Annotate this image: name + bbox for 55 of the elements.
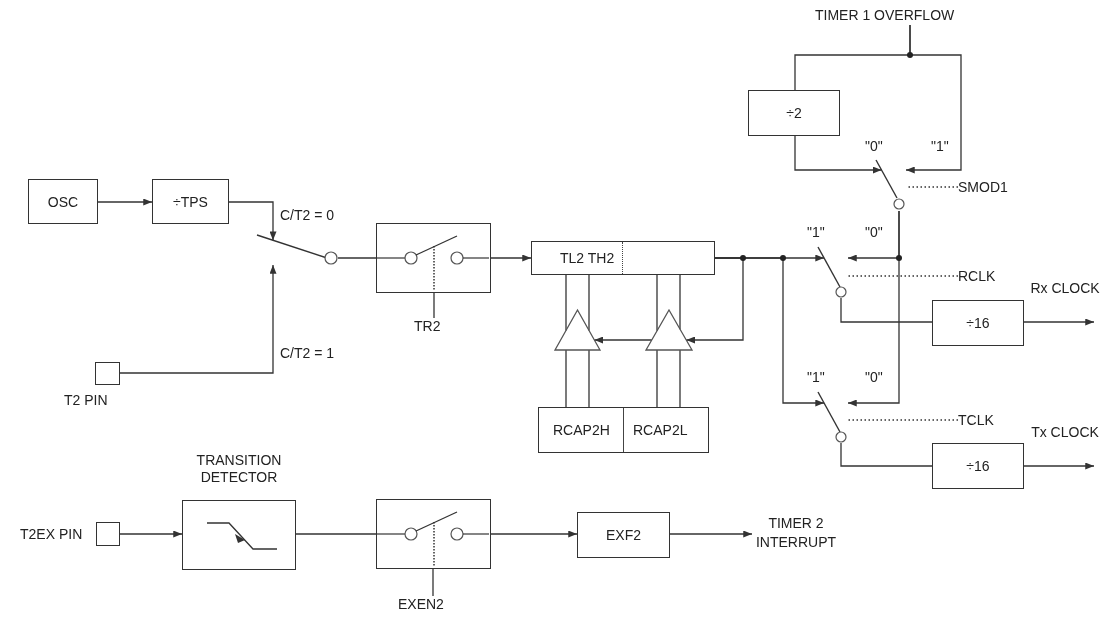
arrow xyxy=(794,135,883,174)
connector-line xyxy=(656,274,658,332)
connector-line xyxy=(337,257,377,259)
register-label: RCAP2H xyxy=(553,422,610,439)
register-box: TL2 TH2 xyxy=(531,241,715,275)
connector-line xyxy=(679,349,681,408)
connector-line xyxy=(432,568,434,597)
connector-line xyxy=(588,274,590,332)
connector-line xyxy=(433,292,435,319)
arrow xyxy=(119,264,277,374)
arrow xyxy=(490,254,532,262)
output-label: Tx CLOCK xyxy=(1030,423,1100,441)
block-box: ÷16 xyxy=(932,443,1024,489)
block-box: EXF2 xyxy=(577,512,670,558)
register-box xyxy=(538,407,709,453)
arrow xyxy=(669,530,753,538)
switch-symbol xyxy=(256,232,338,265)
dotted-line xyxy=(847,275,959,277)
signal-label: EXEN2 xyxy=(398,596,468,613)
block-box: OSC xyxy=(28,179,98,224)
connector-line xyxy=(656,349,658,408)
arrow xyxy=(1023,318,1095,326)
buffer-triangle xyxy=(555,310,600,350)
arrow xyxy=(847,210,900,407)
block-box: ÷2 xyxy=(748,90,840,136)
arrow xyxy=(714,257,825,407)
block-heading: TRANSITION DETECTOR xyxy=(195,452,283,486)
output-label: Rx CLOCK xyxy=(1030,279,1100,297)
pin-label: T2EX PIN xyxy=(20,526,83,543)
connector-line xyxy=(565,349,567,408)
block-box: ÷TPS xyxy=(152,179,229,224)
signal-label: TR2 xyxy=(414,318,454,335)
signal-label: TCLK xyxy=(958,412,1008,429)
connector-line xyxy=(840,297,933,323)
connector-line xyxy=(295,533,377,535)
arrow xyxy=(119,530,183,538)
arrow xyxy=(97,198,153,206)
register-label: RCAP2L xyxy=(633,422,688,439)
connector-line xyxy=(679,274,681,330)
arrow xyxy=(905,24,962,174)
block-box: ÷16 xyxy=(932,300,1024,346)
signal-label: SMOD1 xyxy=(958,179,1020,196)
connector-line xyxy=(565,274,567,332)
dotted-line xyxy=(847,419,959,421)
connector-line xyxy=(840,442,933,467)
signal-label: TIMER 1 OVERFLOW xyxy=(815,7,1005,25)
arrow xyxy=(228,201,277,241)
arrow xyxy=(490,530,578,538)
signal-label: RCLK xyxy=(958,268,1008,285)
arrow xyxy=(1023,462,1095,470)
connector-line xyxy=(588,349,590,408)
signal-label: TIMER 2 INTERRUPT xyxy=(752,514,840,552)
buffer-triangle xyxy=(646,310,692,350)
arrow xyxy=(593,336,653,344)
pin-label: T2 PIN xyxy=(64,392,108,409)
